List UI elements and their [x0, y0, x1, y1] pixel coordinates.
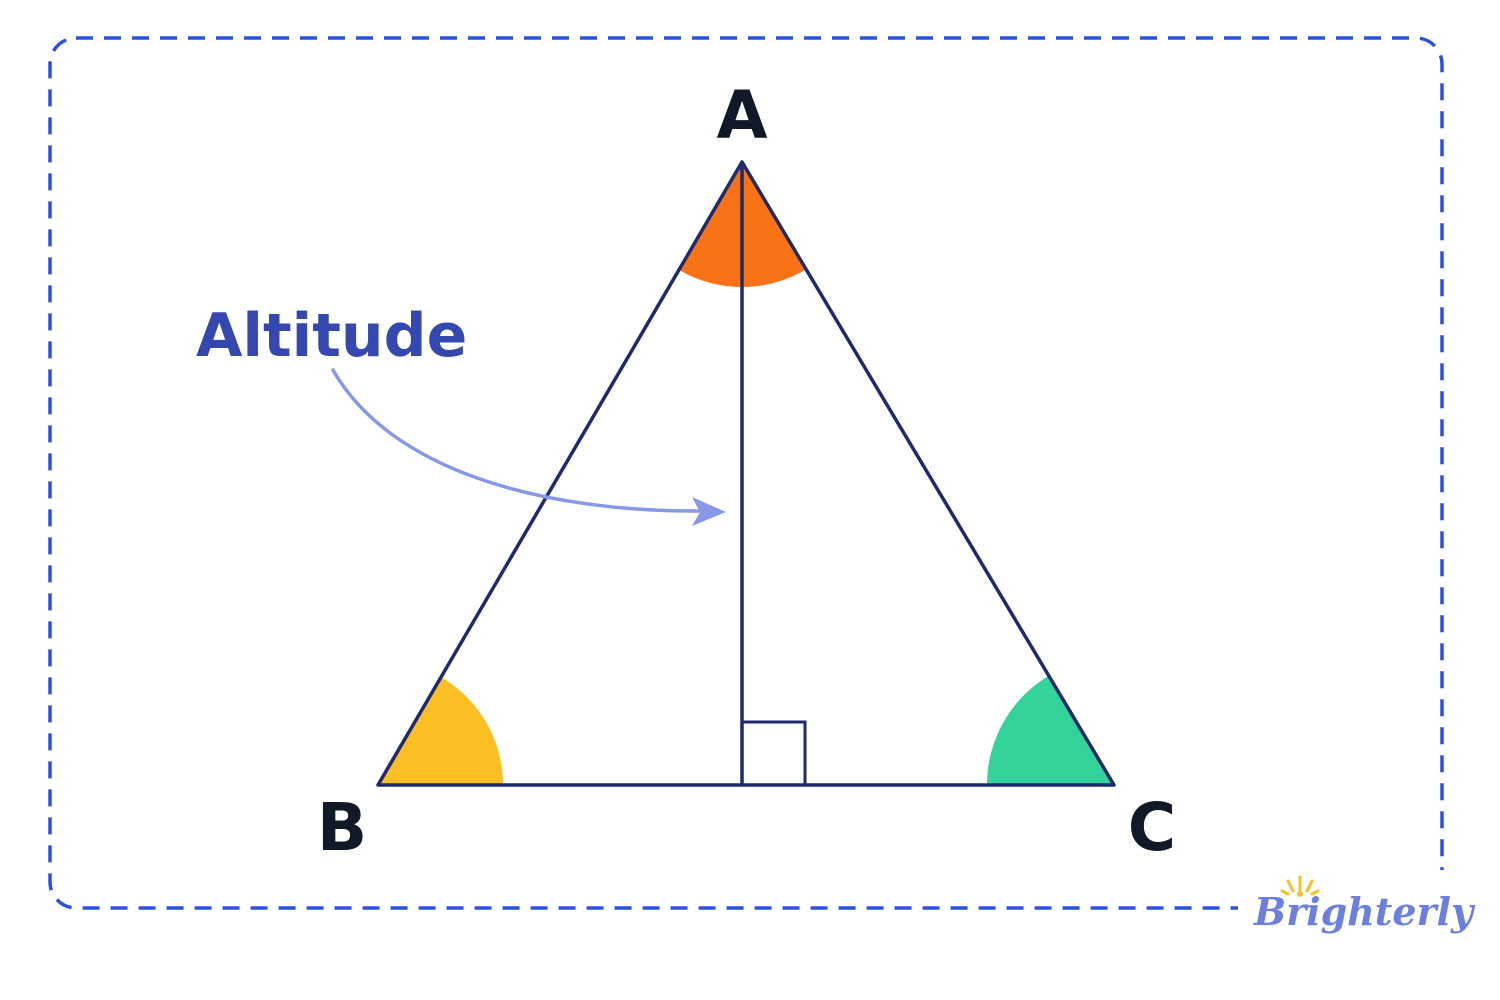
- annotation-arrow: [331, 368, 704, 513]
- vertex-label-a: A: [716, 77, 767, 154]
- right-angle-marker: [740, 720, 807, 787]
- logo-text: Brighterly: [1253, 889, 1476, 934]
- vertex-label-c: C: [1128, 789, 1176, 866]
- angle-b-marker: [378, 677, 503, 785]
- brighterly-logo: Brighterly: [1253, 875, 1476, 934]
- angle-c-marker: [986, 675, 1114, 785]
- vertex-label-b: B: [317, 789, 367, 866]
- altitude-annotation: Altitude: [196, 301, 467, 371]
- arrow-head-icon: [692, 497, 726, 526]
